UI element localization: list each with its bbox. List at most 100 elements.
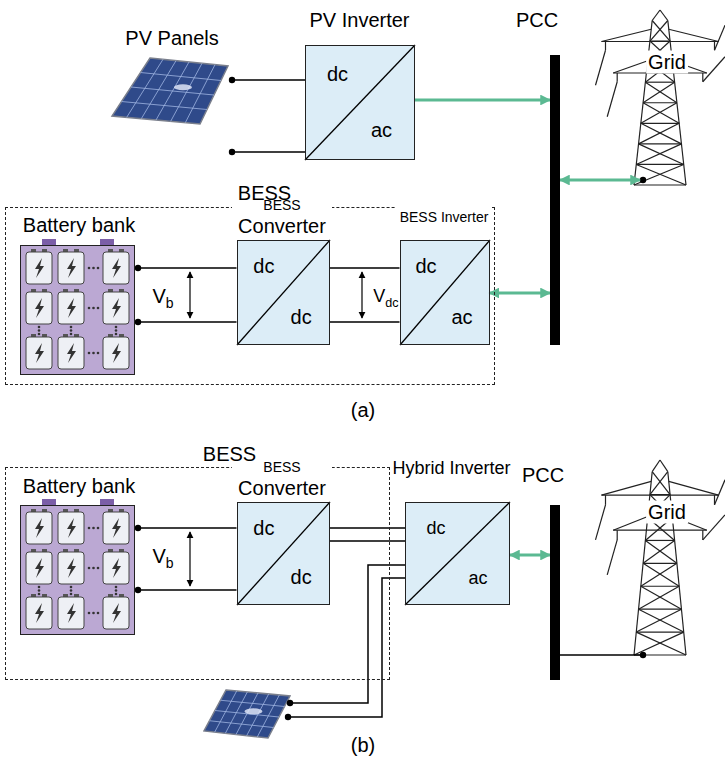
ellipsis-dot <box>115 586 118 589</box>
tower-member <box>643 103 679 124</box>
battery-cell <box>26 512 52 544</box>
pcc-bus: PCC <box>550 505 560 680</box>
pv-wire <box>289 565 405 703</box>
ellipsis-dot <box>70 589 73 592</box>
terminal-dot <box>640 652 646 658</box>
tower-member <box>636 144 681 165</box>
tower-member <box>645 540 674 541</box>
power-flow-arrow <box>560 179 640 182</box>
converter-fill <box>400 240 490 345</box>
voltage-label: Vb <box>152 545 173 571</box>
tower-member <box>703 515 725 540</box>
port-label: dc <box>291 566 312 589</box>
lightning-symbol <box>35 343 44 363</box>
converter-diagonal <box>305 45 415 160</box>
lightning-symbol <box>35 558 44 578</box>
grid-tower: Grid <box>640 460 725 660</box>
converter-diagonal <box>237 502 330 605</box>
ellipsis-dot <box>97 567 100 570</box>
tower-member <box>641 586 682 609</box>
tower-member <box>652 472 670 495</box>
tower-member <box>634 164 684 185</box>
ellipsis-dot <box>38 589 41 592</box>
port-label: ac <box>371 118 392 141</box>
power-flow-arrow <box>510 554 550 557</box>
battery-cell <box>58 292 84 324</box>
converter-diagonal <box>400 240 490 345</box>
port-label: ac <box>468 567 487 588</box>
ellipsis-dot <box>70 333 73 336</box>
battery-cell <box>58 597 84 629</box>
solar-panel-illustration <box>112 58 228 124</box>
tower-member <box>669 481 719 495</box>
ellipsis-dot <box>92 267 95 270</box>
tower-member <box>669 29 719 41</box>
lightning-symbol <box>35 298 44 318</box>
ellipsis-dot <box>88 307 91 310</box>
voltage-arrow <box>189 532 190 586</box>
tower-member <box>636 164 686 185</box>
battery-cell <box>58 337 84 369</box>
tower-member <box>645 82 674 83</box>
tower-member <box>639 123 680 144</box>
inverter-box: BESS Inverterdcac <box>400 240 490 345</box>
battery-cell <box>58 512 84 544</box>
battery-cell <box>103 337 129 369</box>
tower-member <box>602 41 719 42</box>
battery-cell <box>103 252 129 284</box>
converter-box: BESS Converterdcdc <box>237 240 330 345</box>
tower-member <box>613 517 648 531</box>
tower-member <box>636 632 686 655</box>
battery-bank: Battery bank <box>20 245 135 375</box>
port-label: dc <box>291 305 312 328</box>
panel-grid-line <box>221 700 285 706</box>
converter-fill <box>237 240 330 345</box>
battery-cell <box>58 252 84 284</box>
converter-fill <box>237 502 330 605</box>
voltage-arrow <box>189 272 190 318</box>
tower-member <box>715 480 725 505</box>
battery-cell <box>26 252 52 284</box>
ellipsis-dot <box>88 612 91 615</box>
wire <box>230 80 305 152</box>
ellipsis-dot <box>38 586 41 589</box>
tower-member <box>617 530 618 540</box>
node-heading: Battery bank <box>23 475 135 498</box>
lightning-symbol <box>67 603 76 623</box>
tower-member <box>660 460 668 472</box>
ellipsis-dot <box>38 333 41 336</box>
subscript: b <box>166 555 174 571</box>
ellipsis-dot <box>92 307 95 310</box>
tower-member <box>643 82 675 103</box>
pv-wire <box>287 578 405 717</box>
ellipsis-dot <box>115 326 118 329</box>
battery-cell <box>103 597 129 629</box>
symbol: V <box>152 285 165 307</box>
lightning-symbol <box>35 258 44 278</box>
symbol: V <box>152 545 165 567</box>
lightning-symbol <box>35 518 44 538</box>
converter-fill <box>405 502 510 605</box>
port-label: dc <box>253 255 274 278</box>
converter-box: BESS Converterdcdc <box>237 502 330 605</box>
tower-member <box>639 609 682 610</box>
inverter-box: PV Inverterdcac <box>305 45 415 160</box>
pv-panel: PV Panels <box>110 55 230 127</box>
terminal-dot <box>285 714 291 720</box>
ellipsis-dot <box>115 589 118 592</box>
lightning-symbol <box>112 518 121 538</box>
tower-member <box>641 563 677 586</box>
tower-member <box>639 143 682 144</box>
tower-member <box>645 540 677 563</box>
bess-enclosure: Battery bankBESS ConverterdcdcBESS Inver… <box>5 207 495 385</box>
ellipsis-dot <box>92 612 95 615</box>
tower-member <box>639 144 684 165</box>
subfigure-label: (a) <box>351 399 375 422</box>
node-heading: PV Panels <box>125 27 218 50</box>
tower-member <box>607 540 617 575</box>
node-heading: BESS <box>203 442 256 465</box>
tower-member <box>650 21 668 42</box>
